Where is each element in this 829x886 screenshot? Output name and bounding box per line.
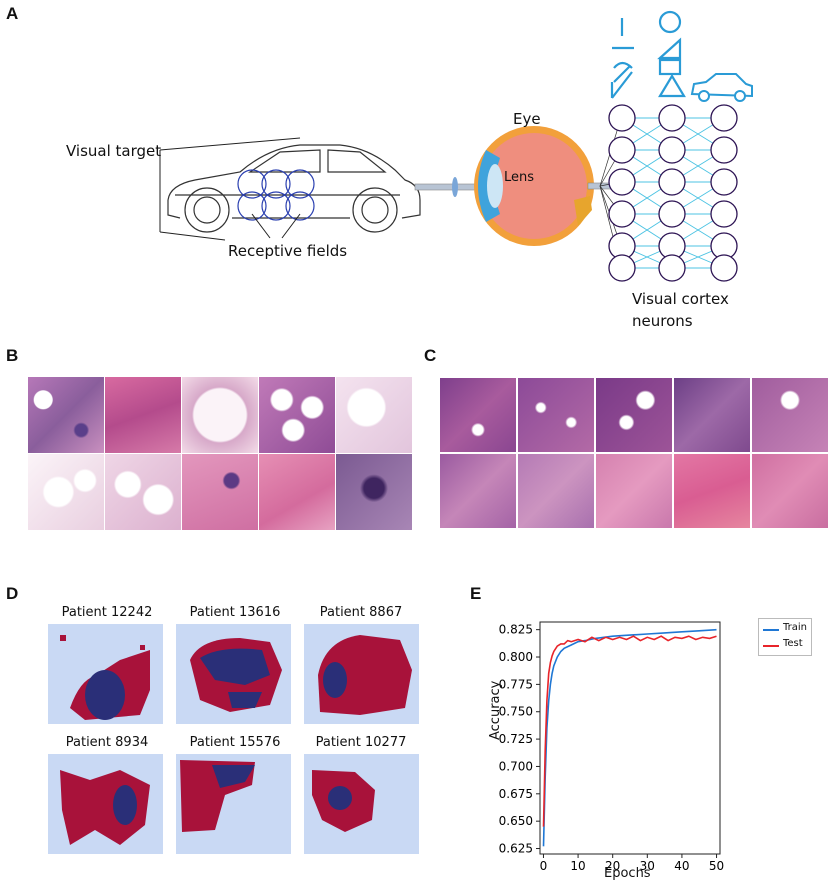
legend-label-test: Test: [783, 638, 803, 649]
panel-label-d: D: [6, 584, 19, 603]
patient-title: Patient 10277: [315, 735, 407, 750]
y-tick-label: 0.700: [499, 759, 533, 773]
tissue-tile: [28, 454, 104, 530]
series-line-test: [542, 635, 717, 827]
neuron-node: [608, 104, 636, 132]
x-axis-label: Epochs: [604, 866, 651, 881]
tissue-tile: [259, 454, 335, 530]
tissue-map: [318, 635, 412, 715]
neuron-node: [608, 254, 636, 282]
x-tick-label: 50: [709, 859, 724, 873]
panel-label-a: A: [6, 4, 19, 23]
panel-a-illustration: [159, 10, 753, 282]
lens-label: Lens: [504, 170, 535, 185]
neuron-node: [658, 254, 686, 282]
chart-legend: Train Test: [758, 618, 812, 656]
legend-label-train: Train: [783, 622, 807, 633]
tissue-tile: [518, 378, 594, 452]
tissue-tile: [105, 377, 181, 453]
legend-swatch-test: [763, 645, 779, 647]
neuron-node: [658, 104, 686, 132]
neuron-node: [710, 200, 738, 228]
tissue-tile: [440, 378, 516, 452]
tissue-tile: [336, 454, 412, 530]
neuron-node: [658, 200, 686, 228]
x-tick-label: 30: [640, 859, 655, 873]
cortex-neurons: [608, 104, 738, 282]
tissue-tile: [182, 377, 258, 453]
tissue-map: [180, 760, 255, 832]
tissue-tile: [752, 378, 828, 452]
car-icon: [690, 73, 753, 102]
neuron-node: [658, 136, 686, 164]
y-tick-label: 0.775: [499, 677, 533, 691]
series-line-train: [542, 628, 717, 847]
tissue-tile: [28, 377, 104, 453]
x-tick-label: 10: [570, 859, 585, 873]
tissue-tile: [518, 454, 594, 528]
tissue-tile: [336, 377, 412, 453]
tissue-tile: [596, 454, 672, 528]
patient-title: Patient 13616: [189, 605, 281, 620]
tissue-map: [190, 638, 282, 712]
tissue-map: [60, 635, 150, 720]
neuron-node: [608, 200, 636, 228]
y-axis-label: Accuracy: [488, 680, 503, 740]
y-tick-label: 0.625: [499, 842, 533, 856]
visual-cortex-label-2: neurons: [632, 312, 693, 330]
y-tick-label: 0.825: [499, 623, 533, 637]
visual-target-label: Visual target: [66, 142, 162, 160]
eye-label: Eye: [513, 110, 541, 128]
receptive-fields-label: Receptive fields: [228, 242, 348, 260]
neuron-node: [658, 168, 686, 196]
feature-glyphs-icon: [610, 10, 686, 99]
tissue-tile: [182, 454, 258, 530]
y-tick-label: 0.675: [499, 787, 533, 801]
tissue-tile: [440, 454, 516, 528]
panel-label-c: C: [424, 346, 437, 365]
tissue-tile: [752, 454, 828, 528]
neuron-node: [710, 168, 738, 196]
tissue-tile: [105, 454, 181, 530]
legend-swatch-train: [763, 629, 779, 631]
neuron-node: [710, 104, 738, 132]
neuron-node: [608, 168, 636, 196]
tissue-tile: [674, 454, 750, 528]
y-tick-label: 0.750: [499, 705, 533, 719]
x-tick-label: 20: [605, 859, 620, 873]
receptive-fields: [237, 169, 315, 221]
patient-title: Patient 12242: [61, 605, 153, 620]
patient-title: Patient 8867: [319, 605, 403, 620]
tissue-tile: [596, 378, 672, 452]
patient-title: Patient 8934: [65, 735, 149, 750]
plot-frame: [539, 621, 721, 855]
panel-label-b: B: [6, 346, 19, 365]
x-tick-label: 0: [540, 859, 548, 873]
panel-d-maps: [48, 624, 419, 854]
y-tick-label: 0.800: [499, 650, 533, 664]
y-tick-label: 0.725: [499, 732, 533, 746]
patient-title: Patient 15576: [189, 735, 281, 750]
eye-icon: [474, 126, 594, 246]
neuron-node: [710, 136, 738, 164]
accuracy-chart: 0 10 20 30 40 50 0.625 0.650 0.675 0.700 0.725 0.75…: [499, 621, 724, 873]
tissue-tile: [674, 378, 750, 452]
tissue-tile: [259, 377, 335, 453]
visual-cortex-label: Visual cortex: [632, 290, 729, 308]
neuron-node: [608, 136, 636, 164]
tissue-map: [312, 770, 375, 832]
neuron-node: [710, 254, 738, 282]
y-tick-label: 0.650: [499, 814, 533, 828]
tissue-map: [60, 770, 150, 845]
panel-label-e: E: [470, 584, 482, 603]
x-tick-label: 40: [674, 859, 689, 873]
